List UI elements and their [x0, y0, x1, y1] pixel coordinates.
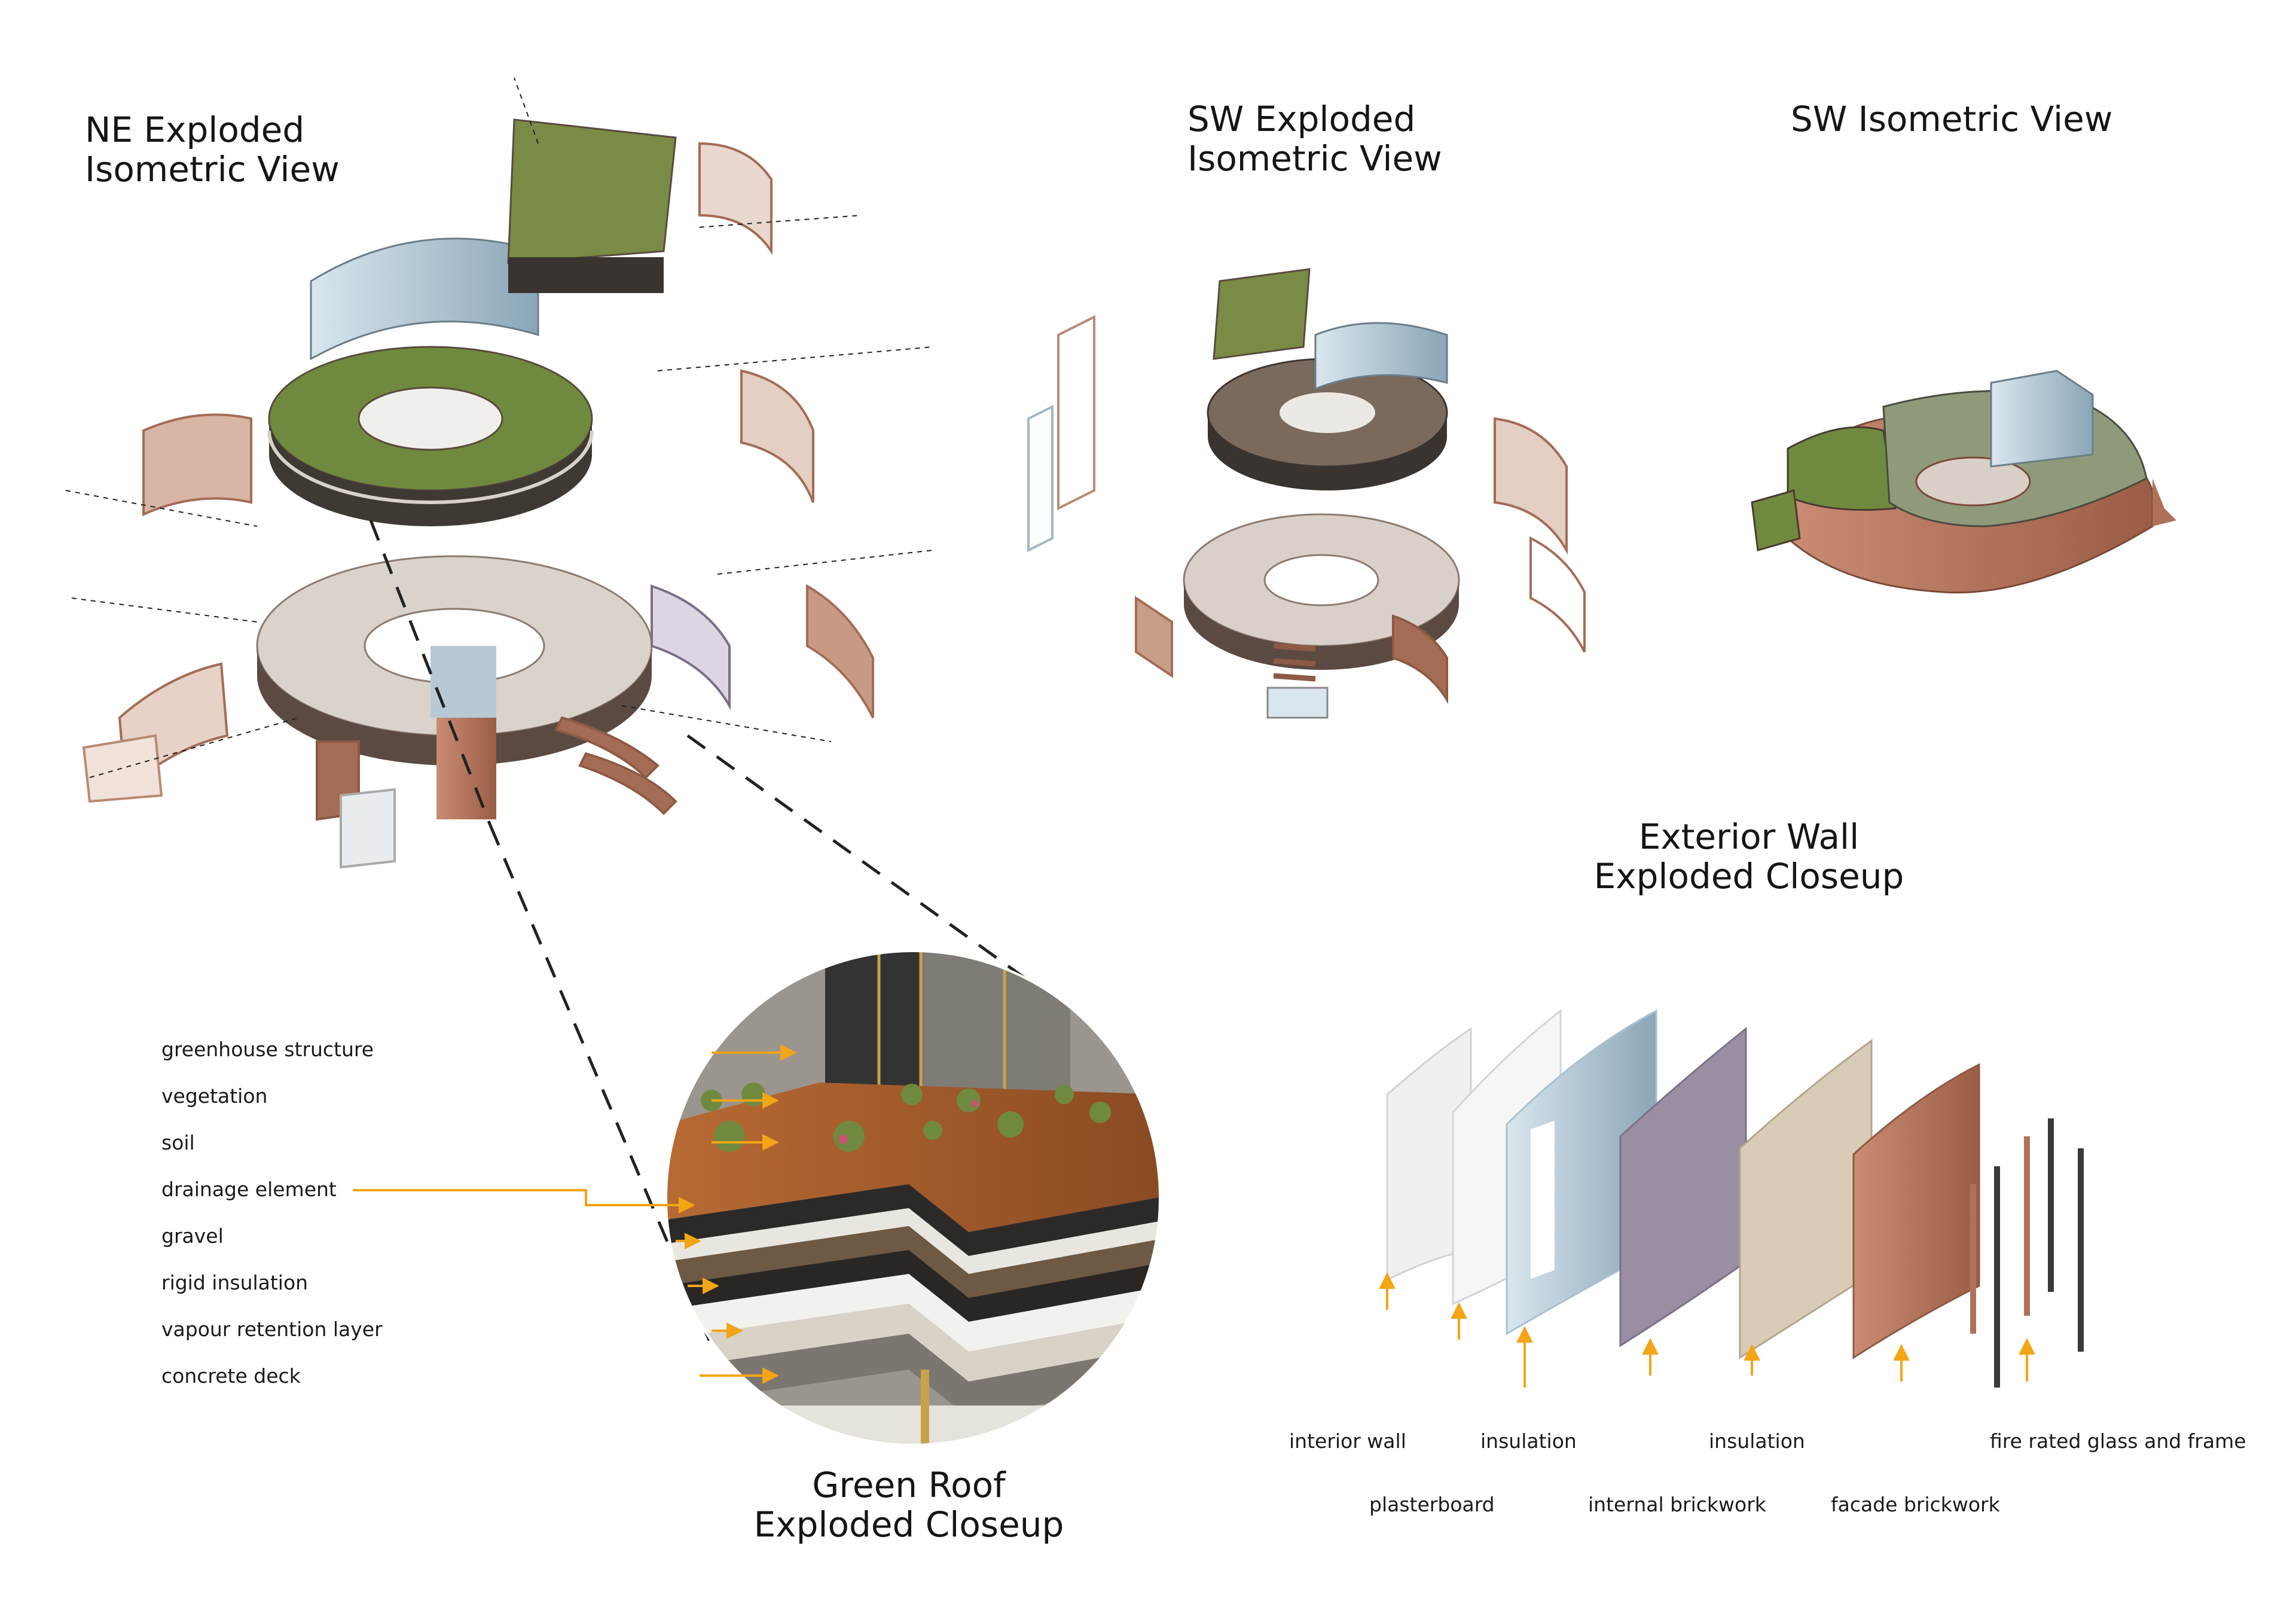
layer-label-vegetation: vegetation	[161, 1084, 268, 1108]
title-sw-exploded: SW Exploded Isometric View	[1187, 99, 1442, 179]
wall-label-interior-wall: interior wall	[1289, 1429, 1406, 1453]
ne-exploded-illustration	[65, 77, 933, 869]
sw-exploded-illustration	[1027, 268, 1586, 719]
title-exterior-wall: Exterior Wall Exploded Closeup	[1593, 816, 1904, 897]
layer-label-greenhouse-structure: greenhouse structure	[161, 1038, 374, 1061]
layer-label-soil: soil	[161, 1131, 195, 1154]
layer-label-concrete-deck: concrete deck	[161, 1364, 301, 1388]
ne-exploded-wall-panels	[82, 142, 874, 869]
layer-label-vapour-retention: vapour retention layer	[161, 1318, 383, 1341]
wall-label-fire-rated-glass: fire rated glass and frame	[1990, 1429, 2246, 1453]
wall-label-plasterboard: plasterboard	[1369, 1493, 1495, 1516]
wall-label-internal-brickwork: internal brickwork	[1588, 1493, 1766, 1516]
wall-label-facade-brickwork: facade brickwork	[1831, 1493, 2000, 1516]
green-roof-closeup-illustration	[353, 950, 1161, 1446]
title-green-roof: Green Roof Exploded Closeup	[753, 1465, 1064, 1545]
ne-roof-tower	[507, 118, 677, 264]
wall-layer-insulation-2	[1739, 1039, 1873, 1359]
fire-rated-glass-and-frame	[1970, 1118, 2084, 1388]
layer-label-drainage-element: drainage element	[161, 1178, 337, 1201]
exterior-wall-illustration	[1379, 1008, 2084, 1388]
wall-layer-facade-brickwork	[1852, 1063, 1980, 1359]
wall-label-insulation-1: insulation	[1480, 1429, 1577, 1453]
layer-label-rigid-insulation: rigid insulation	[161, 1271, 309, 1294]
sw-isometric-illustration	[1751, 370, 2176, 594]
title-sw-isometric: SW Isometric View	[1791, 99, 2113, 139]
layer-label-gravel: gravel	[161, 1224, 224, 1248]
wall-label-insulation-2: insulation	[1709, 1429, 1805, 1453]
title-ne-exploded: NE Exploded Isometric View	[85, 109, 340, 190]
